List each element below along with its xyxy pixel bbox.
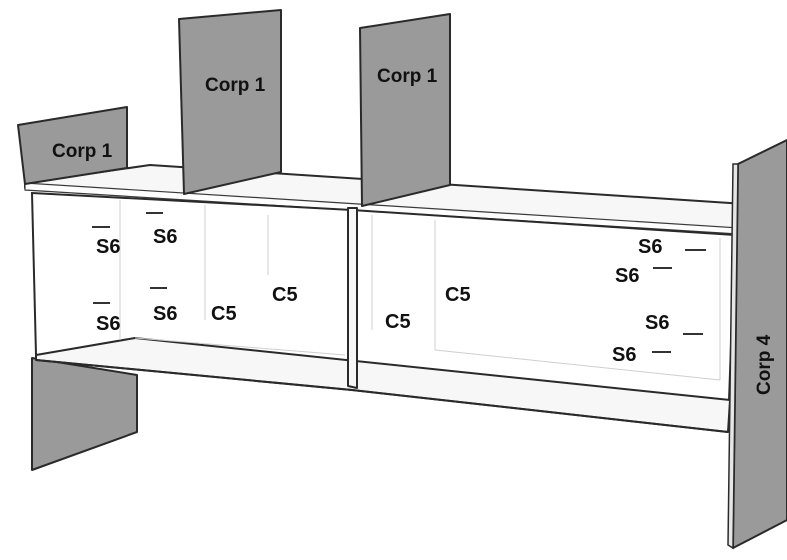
s6-label: S6 bbox=[615, 265, 639, 287]
s6-label: S6 bbox=[638, 236, 662, 258]
s6-label: S6 bbox=[612, 344, 636, 366]
c5-label: C5 bbox=[445, 284, 471, 306]
s6-label: S6 bbox=[96, 236, 120, 258]
mid-left-upright-panel bbox=[178, 9, 282, 195]
s6-label: S6 bbox=[153, 226, 177, 248]
c5-label: C5 bbox=[211, 303, 237, 325]
s6-label: S6 bbox=[153, 303, 177, 325]
carcass-box bbox=[30, 191, 737, 433]
right-side-panel bbox=[727, 139, 787, 550]
s6-label: S6 bbox=[645, 312, 669, 334]
left-leg-panel bbox=[31, 357, 138, 471]
left-upright-panel bbox=[17, 106, 128, 185]
hardware-markers bbox=[92, 212, 706, 353]
s6-label: S6 bbox=[96, 313, 120, 335]
corp-mid-right-label: Corp 1 bbox=[377, 66, 438, 87]
corp-mid-left-label: Corp 1 bbox=[205, 75, 266, 96]
c5-label: C5 bbox=[385, 311, 411, 333]
mid-right-upright-panel bbox=[359, 13, 451, 207]
c5-label: C5 bbox=[272, 284, 298, 306]
corp-right-label: Corp 4 bbox=[754, 334, 775, 395]
corp-left-label: Corp 1 bbox=[52, 141, 113, 162]
